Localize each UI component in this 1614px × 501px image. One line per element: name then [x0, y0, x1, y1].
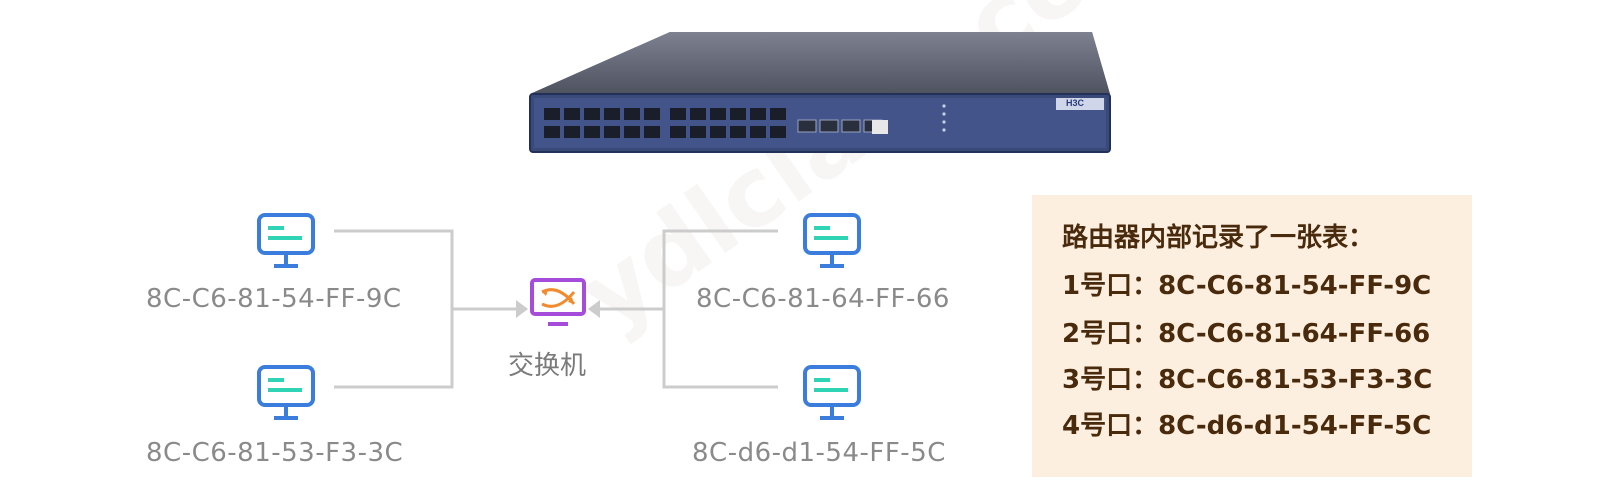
switch-icon	[528, 276, 588, 336]
network-switch-device-image: H3C	[520, 28, 1120, 158]
device-brand-label: H3C	[1066, 98, 1085, 108]
arrow-left-into-switch	[516, 300, 528, 318]
host-computer-top-left	[256, 212, 316, 272]
mac-table-row: 2号口：8C-C6-81-64-FF-66	[1062, 319, 1431, 349]
arrow-right-into-switch	[588, 300, 600, 318]
mac-label-top-right: 8C-C6-81-64-FF-66	[696, 284, 950, 314]
host-computer-top-right	[802, 212, 862, 272]
mac-table-panel: 路由器内部记录了一张表： 1号口：8C-C6-81-54-FF-9C 2号口：8…	[1032, 195, 1472, 477]
wire-bottom-right	[662, 309, 778, 389]
mac-label-bottom-left: 8C-C6-81-53-F3-3C	[146, 438, 404, 468]
computer-monitor-icon	[257, 365, 315, 420]
computer-monitor-icon	[257, 213, 315, 268]
mac-table-row: 3号口：8C-C6-81-53-F3-3C	[1062, 365, 1433, 395]
mac-table-row: 1号口：8C-C6-81-54-FF-9C	[1062, 271, 1432, 301]
mac-table-row: 4号口：8C-d6-d1-54-FF-5C	[1062, 411, 1432, 441]
host-computer-bottom-right	[802, 364, 862, 424]
computer-monitor-icon	[803, 365, 861, 420]
computer-monitor-icon	[803, 213, 861, 268]
mac-table-title: 路由器内部记录了一张表：	[1062, 223, 1375, 253]
wire-top-left	[334, 229, 454, 309]
mac-label-bottom-right: 8C-d6-d1-54-FF-5C	[692, 438, 946, 468]
host-computer-bottom-left	[256, 364, 316, 424]
mac-label-top-left: 8C-C6-81-54-FF-9C	[146, 284, 402, 314]
wire-top-right	[662, 229, 778, 309]
switch-label: 交换机	[508, 351, 587, 381]
wire-bottom-left	[334, 309, 454, 389]
